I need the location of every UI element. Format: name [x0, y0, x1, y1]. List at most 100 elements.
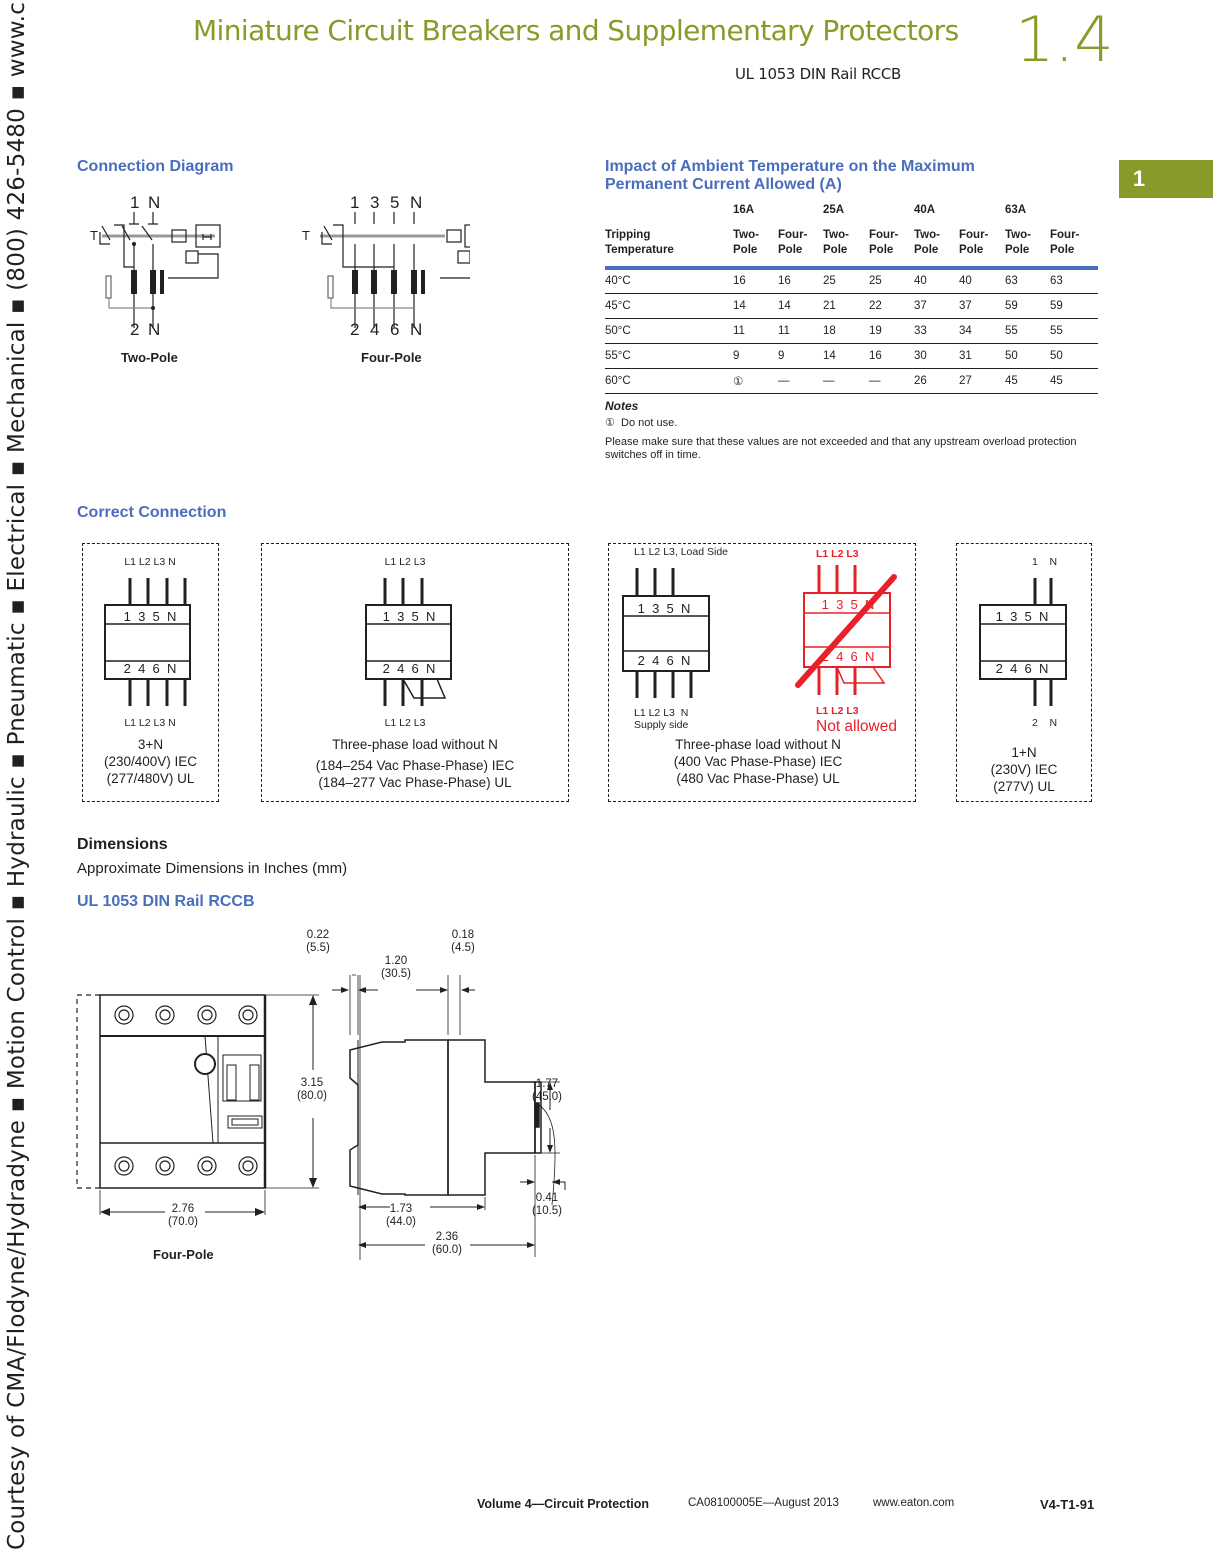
svg-text:1 3 5 N: 1 3 5 N: [383, 609, 436, 624]
table-notes: Notes ① Do not use. Please make sure tha…: [605, 400, 1105, 462]
svg-text:1 3 5 N: 1 3 5 N: [822, 597, 875, 612]
pole-header: Four-Pole: [1050, 228, 1098, 270]
svg-text:2 N: 2 N: [1032, 717, 1057, 729]
connection-3n-diagram: L1 L2 L3 N L1 L2 L3 N 1 3 5 N 2 4 6 N: [104, 556, 191, 729]
four-pole-bottom-6: 6: [390, 320, 399, 339]
svg-text:L1 L2 L3: L1 L2 L3: [385, 556, 426, 568]
two-pole-top-n: N: [148, 193, 160, 212]
dimension-1-77: 1.77(45.0): [531, 1078, 563, 1103]
side-view-drawing: [330, 974, 566, 1260]
four-pole-diagram: 1 3 5 N 2 4 6 N T: [302, 193, 470, 339]
four-pole-top-5: 5: [390, 193, 399, 212]
note-1: ① Do not use.: [605, 417, 678, 429]
svg-text:2 4 6 N: 2 4 6 N: [383, 661, 436, 676]
svg-text:Supply side: Supply side: [634, 719, 688, 731]
svg-text:L1 L2 L3: L1 L2 L3: [816, 548, 859, 560]
svg-text:L1 L2 L3: L1 L2 L3: [385, 717, 426, 729]
svg-text:L1 L2 L3, Load Side: L1 L2 L3, Load Side: [634, 546, 728, 558]
pole-header: Four-Pole: [959, 228, 1005, 270]
dimension-1-73: 1.73(44.0): [385, 1203, 417, 1228]
svg-text:1 3 5 N: 1 3 5 N: [638, 601, 691, 616]
pole-header: Two-Pole: [914, 228, 959, 270]
page-title: Miniature Circuit Breakers and Supplemen…: [193, 14, 959, 47]
two-pole-bottom-2: 2: [130, 320, 139, 339]
connection-box-three-phase-no-n: [261, 543, 569, 802]
connection-1n-diagram: 1 N 2 N 1 3 5 N 2 4 6 N: [979, 556, 1067, 729]
connection-diagram-heading: Connection Diagram: [77, 158, 234, 175]
dimension-0-41: 0.41(10.5): [531, 1192, 563, 1217]
two-pole-test-label: T: [90, 228, 98, 243]
section-number: 1.4: [1015, 3, 1114, 76]
amp-header-25a: 25A: [823, 204, 845, 216]
side-credit-text: Courtesy of CMA/Flodyne/Hydradyne ▪ Moti…: [4, 0, 30, 1550]
footer-website-link[interactable]: www.eaton.com: [873, 1497, 955, 1509]
four-pole-bottom-2: 2: [350, 320, 359, 339]
chapter-tab-label: 1: [1132, 166, 1146, 191]
page-subtitle: UL 1053 DIN Rail RCCB: [735, 65, 902, 83]
dimension-1-20: 1.20(30.5): [380, 955, 412, 980]
note-2: Please make sure that these values are n…: [605, 436, 1077, 461]
front-height-dimension: 3.15(80.0): [296, 1077, 328, 1102]
svg-text:L1 L2 L3: L1 L2 L3: [816, 705, 859, 717]
svg-text:1 N: 1 N: [1032, 556, 1057, 568]
two-pole-top-1: 1: [130, 193, 139, 212]
amp-rating-header-row: 16A 25A 40A 63A: [605, 203, 1098, 228]
svg-text:2 4 6 N: 2 4 6 N: [996, 661, 1049, 676]
front-view-drawing: [76, 994, 319, 1216]
pole-header: Two-Pole: [733, 228, 778, 270]
notes-title: Notes: [605, 399, 639, 413]
connection-1n-caption: 1+N(230V) IEC(277V) UL: [990, 745, 1058, 794]
footer-volume: Volume 4—Circuit Protection: [477, 1497, 650, 1511]
dimensions-heading: Dimensions: [77, 836, 168, 853]
svg-text:L1 L2 L3 N: L1 L2 L3 N: [634, 707, 688, 719]
four-pole-top-1: 1: [350, 193, 359, 212]
chapter-tab[interactable]: 1: [1119, 160, 1213, 198]
svg-text:L1 L2 L3 N: L1 L2 L3 N: [124, 556, 175, 568]
two-pole-caption: Two-Pole: [121, 350, 178, 365]
connection-box-3n: [82, 543, 219, 802]
front-view-caption: Four-Pole: [153, 1247, 214, 1262]
connection-three-phase-diagram: L1 L2 L3 L1 L2 L3 1 3 5 N 2 4 6 N: [365, 556, 452, 729]
temperature-heading-line2: Permanent Current Allowed (A): [605, 176, 842, 193]
four-pole-top-n: N: [410, 193, 422, 212]
amp-header-40a: 40A: [914, 204, 936, 216]
connection-box-supply-side: [608, 543, 916, 802]
svg-text:2 4 6 N: 2 4 6 N: [822, 649, 875, 664]
four-pole-test-label: T: [302, 228, 310, 243]
temperature-table-heading: Impact of Ambient Temperature on the Max…: [605, 158, 975, 194]
svg-text:1 3 5 N: 1 3 5 N: [996, 609, 1049, 624]
pole-header: Four-Pole: [778, 228, 823, 270]
pole-header: Two-Pole: [823, 228, 869, 270]
footer-page-number: V4-T1-91: [1040, 1497, 1095, 1512]
two-pole-bottom-n: N: [148, 320, 160, 339]
four-pole-caption: Four-Pole: [361, 350, 422, 365]
pole-header: Two-Pole: [1005, 228, 1050, 270]
correct-connection-heading: Correct Connection: [77, 504, 227, 521]
dimension-0-18: 0.18(4.5): [451, 929, 475, 954]
dimension-2-36: 2.36(60.0): [431, 1231, 463, 1256]
two-pole-diagram: 1 N 2 N T: [90, 193, 221, 339]
connection-supply-side-diagram: L1 L2 L3, Load Side L1 L2 L3 N Supply si…: [622, 546, 897, 733]
svg-text:2 4 6 N: 2 4 6 N: [124, 661, 177, 676]
connection-supply-side-caption: Three-phase load without N(400 Vac Phase…: [673, 737, 843, 786]
product-heading: UL 1053 DIN Rail RCCB: [77, 893, 255, 910]
pole-header: Four-Pole: [869, 228, 914, 270]
svg-text:2 4 6 N: 2 4 6 N: [638, 653, 691, 668]
connection-3n-caption: 3+N(230/400V) IEC(277/480V) UL: [103, 737, 198, 786]
four-pole-top-3: 3: [370, 193, 379, 212]
four-pole-bottom-4: 4: [370, 320, 379, 339]
svg-text:L1 L2 L3 N: L1 L2 L3 N: [124, 717, 175, 729]
amp-header-63a: 63A: [1005, 204, 1027, 216]
footer-doc-id: CA08100005E—August 2013: [688, 1497, 839, 1509]
connection-three-phase-caption: Three-phase load without N(184–254 Vac P…: [315, 737, 515, 790]
dimension-0-22: 0.22(5.5): [306, 929, 330, 954]
front-width-dimension: 2.76(70.0): [167, 1203, 199, 1228]
four-pole-bottom-n: N: [410, 320, 422, 339]
connection-box-1n: [956, 543, 1092, 802]
